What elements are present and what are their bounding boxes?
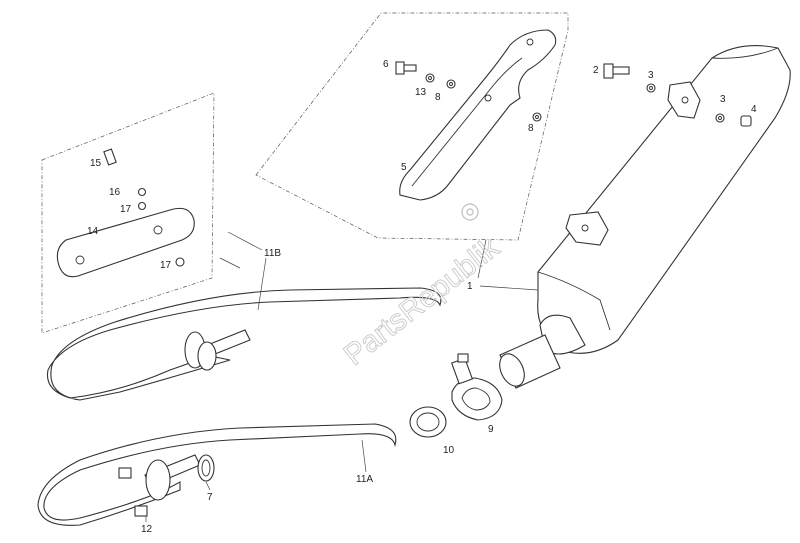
callout-8: 8 bbox=[528, 123, 534, 134]
callout-10: 10 bbox=[443, 445, 455, 456]
exhaust-header-11a bbox=[37, 423, 397, 526]
callout-2: 2 bbox=[593, 65, 599, 76]
header-gasket bbox=[197, 454, 215, 482]
washer-3-left bbox=[646, 83, 656, 93]
callout-6: 6 bbox=[383, 59, 389, 70]
callout-9: 9 bbox=[488, 424, 494, 435]
washer-17-lower bbox=[175, 257, 185, 267]
muffler-bolt bbox=[603, 63, 630, 79]
exhaust-gasket-ring bbox=[409, 406, 447, 438]
washer-8-lower bbox=[532, 112, 542, 122]
washer-13 bbox=[425, 73, 435, 83]
heat-shield-detail-frame bbox=[255, 12, 569, 241]
guard-plate-screw bbox=[103, 148, 117, 166]
watermark: PartsRepublik bbox=[338, 230, 506, 372]
callout-12: 12 bbox=[141, 524, 153, 535]
callout-11b: 11B bbox=[264, 248, 281, 259]
callout-11a: 11A bbox=[356, 474, 373, 485]
heat-shield bbox=[399, 29, 557, 201]
callout-16: 16 bbox=[109, 187, 121, 198]
muffler bbox=[537, 45, 791, 355]
callout-1: 1 bbox=[467, 281, 473, 292]
callout-4: 4 bbox=[751, 104, 757, 115]
callout-17: 17 bbox=[120, 204, 132, 215]
washer-3-right bbox=[715, 113, 725, 123]
washer-16 bbox=[137, 187, 147, 197]
callout-labels: 1 2 3 3 4 5 6 7 8 8 9 10 11A 11B 12 13 1… bbox=[87, 59, 757, 535]
heat-shield-bolt bbox=[395, 61, 417, 75]
nut-4 bbox=[740, 115, 752, 127]
muffler-inlet-pipe bbox=[499, 334, 561, 389]
callout-5: 5 bbox=[401, 162, 407, 173]
callout-3: 3 bbox=[720, 94, 726, 105]
callout-13: 13 bbox=[415, 87, 427, 98]
exhaust-guard-plate bbox=[56, 207, 195, 278]
callout-17: 17 bbox=[160, 260, 172, 271]
callout-8: 8 bbox=[435, 92, 441, 103]
watermark-gear-icon bbox=[461, 203, 479, 221]
callout-14: 14 bbox=[87, 226, 99, 237]
exhaust-header-11b bbox=[46, 287, 442, 401]
callout-7: 7 bbox=[207, 492, 213, 503]
muffler-rear-bracket bbox=[667, 81, 701, 119]
callout-3: 3 bbox=[648, 70, 654, 81]
callout-15: 15 bbox=[90, 158, 102, 169]
guard-plate-detail-frame bbox=[41, 92, 215, 334]
muffler-front-bracket bbox=[565, 211, 609, 246]
washer-8-upper bbox=[446, 79, 456, 89]
washer-17-upper bbox=[137, 201, 147, 211]
leader-lines bbox=[145, 231, 539, 522]
exhaust-clamp bbox=[450, 353, 503, 421]
